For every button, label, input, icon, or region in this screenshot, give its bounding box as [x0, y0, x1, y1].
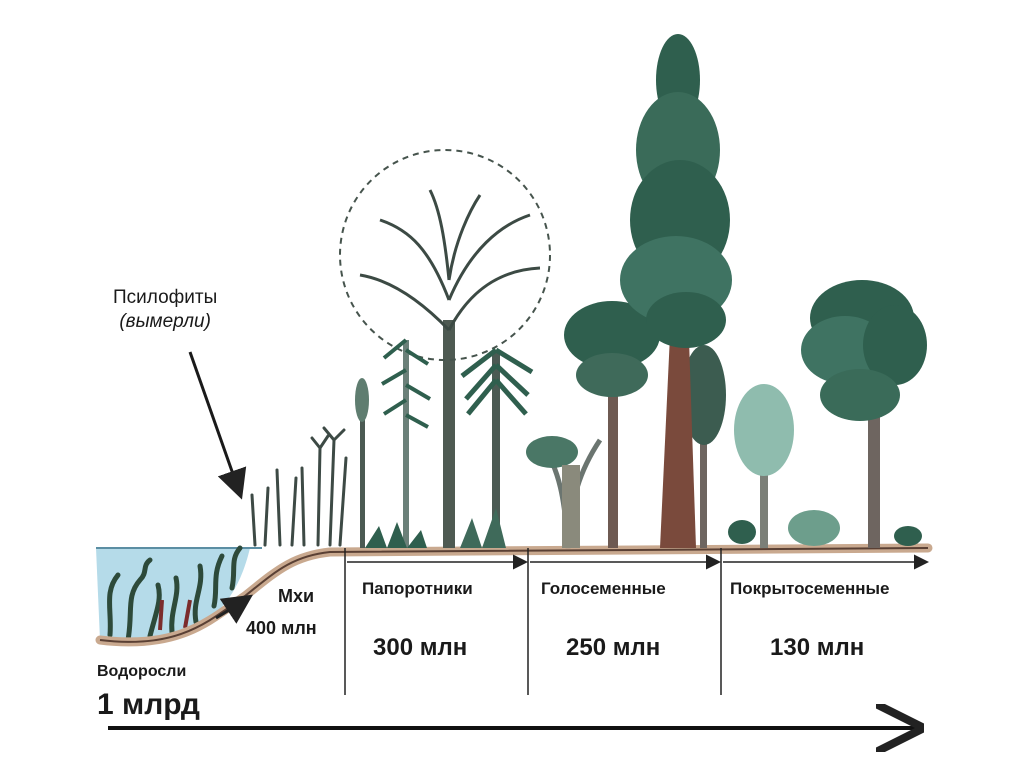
- slope-arrow: [215, 594, 253, 624]
- algae-age: 1 млрд: [97, 688, 200, 721]
- era-dividers: [344, 548, 722, 695]
- psilophytes-pointer: [188, 351, 247, 500]
- angiosperm-plants: [728, 280, 927, 548]
- era-ferns-name: Папоротники: [362, 579, 473, 598]
- era-angiosperms-name: Покрытосеменные: [730, 579, 890, 598]
- mosses-age: 400 млн: [246, 618, 317, 638]
- gymnosperm-plants: [526, 301, 726, 549]
- psilophytes-label: Псилофиты (вымерли): [113, 286, 217, 334]
- psilophytes-name: Псилофиты: [113, 287, 218, 308]
- algae-name: Водоросли: [97, 663, 187, 680]
- psilophytes-plants: [250, 426, 348, 547]
- algae-pool: [96, 545, 262, 644]
- redwood-tree: [620, 34, 732, 548]
- era-gymnosperms-age: 250 млн: [566, 634, 661, 661]
- ferns-plants: [339, 149, 551, 548]
- psilophytes-note: (вымерли): [119, 311, 211, 332]
- mosses-name: Мхи: [278, 586, 315, 606]
- era-ferns-age: 300 млн: [373, 634, 468, 661]
- era-gymnosperms-name: Голосеменные: [541, 579, 666, 598]
- era-angiosperms-age: 130 млн: [770, 634, 865, 661]
